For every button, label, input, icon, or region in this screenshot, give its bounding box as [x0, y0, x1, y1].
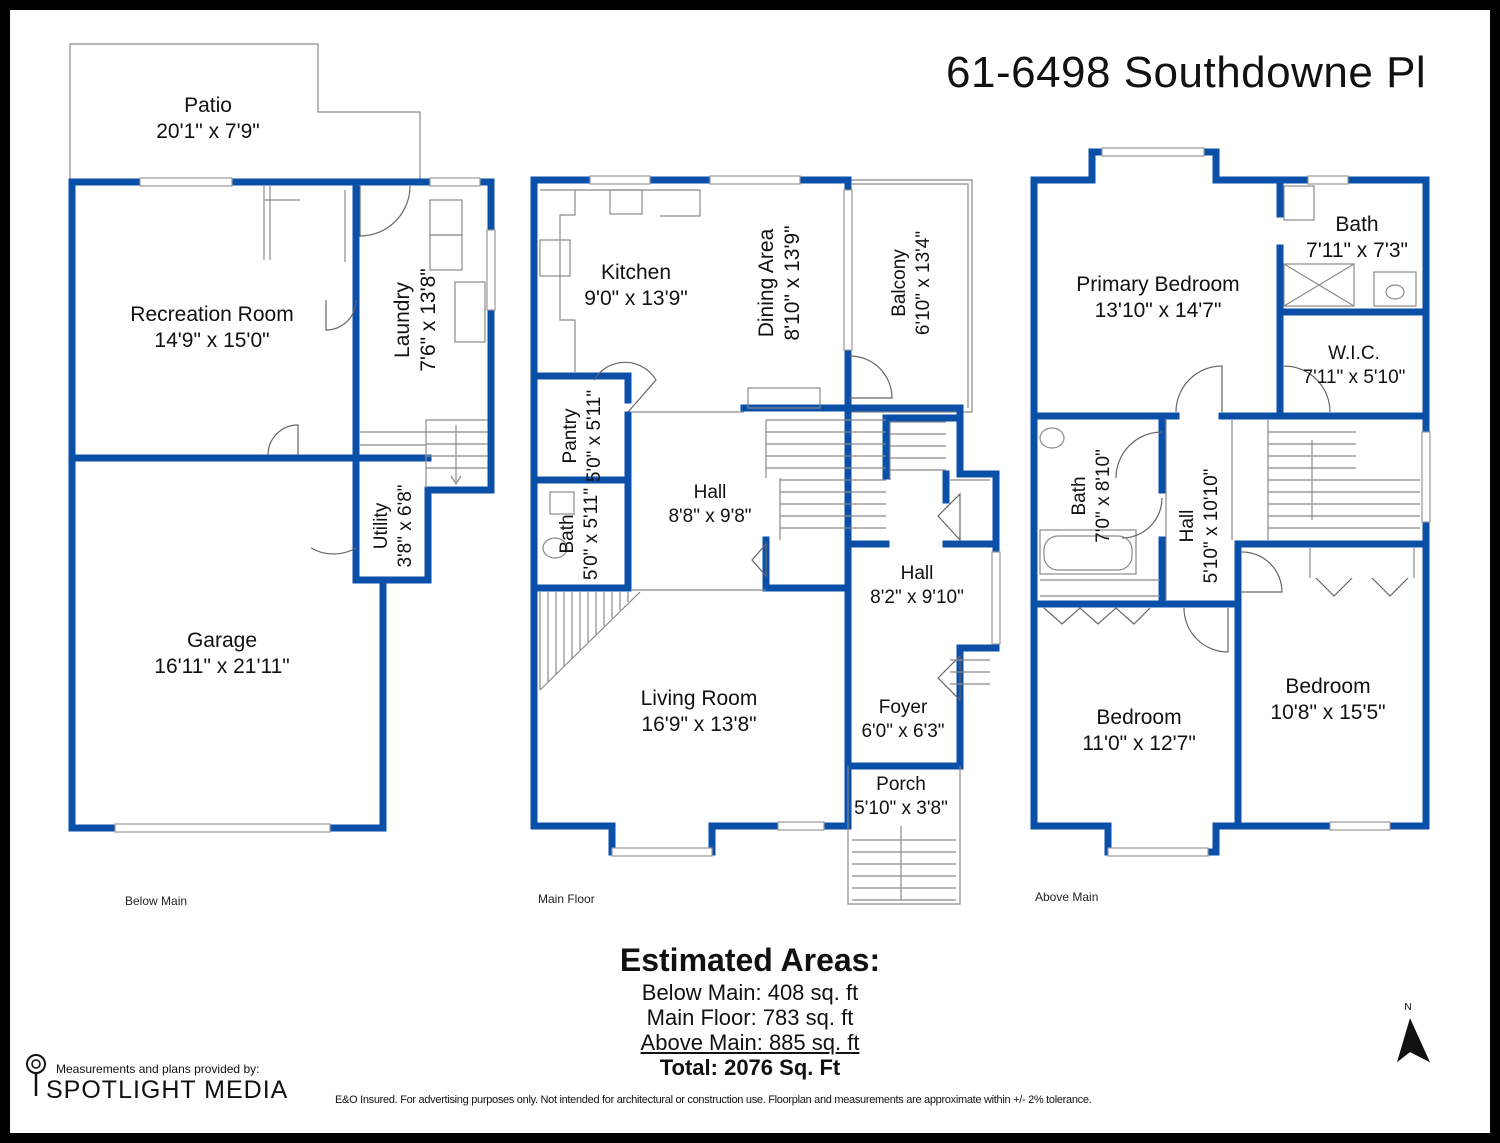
- page-background: [10, 10, 1490, 1133]
- room-name: Utility: [371, 502, 392, 550]
- disclaimer-text: E&O Insured. For advertising purposes on…: [335, 1094, 1092, 1106]
- room-name: Garage: [186, 629, 258, 652]
- room-dims: 7'11" x 5'10": [1302, 367, 1406, 388]
- room-label-main-bath: Bath 5'0" x 5'11": [556, 488, 604, 580]
- room-dims: 8'8" x 9'8": [668, 506, 752, 527]
- room-name: Pantry: [560, 408, 581, 464]
- room-label-main-hall: Hall 8'8" x 9'8": [668, 481, 751, 529]
- room-label-balcony: Balcony 6'10" x 13'4": [888, 231, 936, 335]
- room-label-garage: Garage 16'11" x 21'11": [154, 628, 289, 680]
- room-dims: 5'10" x 10'10": [1201, 468, 1222, 584]
- above-main-plan: [1030, 147, 1431, 857]
- room-dims: 20'1" x 7'9": [156, 120, 260, 143]
- floor-label-below-main: Below Main: [125, 894, 188, 908]
- room-label-kitchen: Kitchen 9'0" x 13'9": [584, 260, 688, 312]
- lightbulb-logo-icon: [26, 1054, 46, 1096]
- room-label-laundry: Laundry 7'6" x 13'8": [390, 268, 442, 372]
- room-name: Hall: [900, 563, 934, 584]
- room-name: Laundry: [391, 282, 414, 358]
- brand-name: SPOTLIGHT MEDIA: [46, 1076, 289, 1104]
- room-label-porch: Porch 5'10" x 3'8": [854, 773, 948, 821]
- room-dims: 7'11" x 7'3": [1306, 239, 1408, 262]
- floor-label-above-main: Above Main: [1035, 890, 1099, 904]
- room-label-utility: Utility 3'8" x 6'8": [370, 484, 418, 567]
- room-name: Patio: [184, 94, 232, 117]
- room-dims: 5'10" x 3'8": [854, 798, 948, 819]
- room-dims: 7'6" x 13'8": [417, 268, 440, 372]
- north-label: N: [1404, 1002, 1412, 1013]
- room-name: Recreation Room: [130, 303, 294, 326]
- room-label-upper-hall: Hall 5'10" x 10'10": [1176, 469, 1224, 584]
- room-name: Hall: [693, 482, 727, 503]
- room-dims: 5'0" x 5'11": [584, 389, 605, 483]
- below-main-plan: [68, 43, 496, 833]
- room-label-entry-hall: Hall 8'2" x 9'10": [870, 562, 964, 610]
- room-name: Bath: [557, 514, 578, 554]
- room-label-primary-bedroom: Primary Bedroom 13'10" x 14'7": [1076, 272, 1239, 324]
- room-name: Dining Area: [755, 228, 778, 338]
- areas-heading: Estimated Areas:: [619, 942, 881, 978]
- room-dims: 8'10" x 13'9": [781, 225, 804, 341]
- room-dims: 6'0" x 6'3": [861, 721, 945, 742]
- room-dims: 9'0" x 13'9": [584, 287, 688, 310]
- room-name: Porch: [876, 774, 926, 795]
- room-name: Kitchen: [600, 261, 672, 284]
- room-dims: 16'11" x 21'11": [154, 655, 290, 678]
- property-address-title: 61-6498 Southdowne Pl: [946, 48, 1427, 97]
- room-name: Bedroom: [1285, 675, 1371, 698]
- room-label-patio: Patio 20'1" x 7'9": [156, 93, 260, 145]
- room-label-bedroom-1: Bedroom 11'0" x 12'7": [1082, 705, 1196, 757]
- room-name: Hall: [1177, 509, 1198, 543]
- north-arrow-icon: N: [1396, 1002, 1432, 1070]
- room-name: Bedroom: [1096, 706, 1182, 729]
- room-label-bedroom-2: Bedroom 10'8" x 15'5": [1270, 674, 1385, 726]
- estimated-areas-block: Estimated Areas: Below Main: 408 sq. ft …: [620, 940, 880, 1080]
- room-name: Primary Bedroom: [1076, 273, 1240, 296]
- credit-text: Measurements and plans provided by:: [56, 1062, 260, 1076]
- area-above-main: Above Main: 885 sq. ft: [640, 1030, 860, 1055]
- room-name: W.I.C.: [1328, 343, 1380, 364]
- room-dims: 3'8" x 6'8": [395, 484, 416, 568]
- room-dims: 13'10" x 14'7": [1094, 299, 1222, 322]
- room-dims: 6'10" x 13'4": [913, 230, 934, 336]
- room-name: Bath: [1335, 213, 1379, 236]
- room-label-pantry: Pantry 5'0" x 5'11": [559, 390, 607, 482]
- room-name: Balcony: [889, 249, 910, 317]
- room-label-ensuite-bath: Bath 7'11" x 7'3": [1306, 212, 1408, 264]
- room-dims: 5'0" x 5'11": [581, 487, 602, 581]
- room-dims: 11'0" x 12'7": [1082, 732, 1196, 755]
- main-floor-plan: [530, 175, 1001, 905]
- room-dims: 7'0" x 8'10": [1093, 449, 1114, 543]
- room-label-recreation-room: Recreation Room 14'9" x 15'0": [130, 302, 293, 354]
- area-below-main: Below Main: 408 sq. ft: [641, 980, 859, 1005]
- room-label-foyer: Foyer 6'0" x 6'3": [861, 696, 944, 744]
- room-name: Bath: [1069, 476, 1090, 516]
- room-dims: 10'8" x 15'5": [1270, 701, 1386, 724]
- room-label-dining-area: Dining Area 8'10" x 13'9": [754, 225, 806, 340]
- room-label-living-room: Living Room 16'9" x 13'8": [641, 686, 758, 738]
- floor-label-main-floor: Main Floor: [538, 892, 595, 906]
- area-main-floor: Main Floor: 783 sq. ft: [646, 1005, 854, 1030]
- room-name: Foyer: [878, 697, 928, 718]
- room-dims: 14'9" x 15'0": [154, 329, 270, 352]
- area-total: Total: 2076 Sq. Ft: [659, 1055, 841, 1080]
- room-label-walk-in-closet: W.I.C. 7'11" x 5'10": [1303, 342, 1406, 390]
- room-label-upper-bath: Bath 7'0" x 8'10": [1068, 449, 1116, 543]
- room-name: Living Room: [640, 687, 758, 710]
- room-dims: 8'2" x 9'10": [870, 587, 964, 608]
- room-dims: 16'9" x 13'8": [641, 713, 757, 736]
